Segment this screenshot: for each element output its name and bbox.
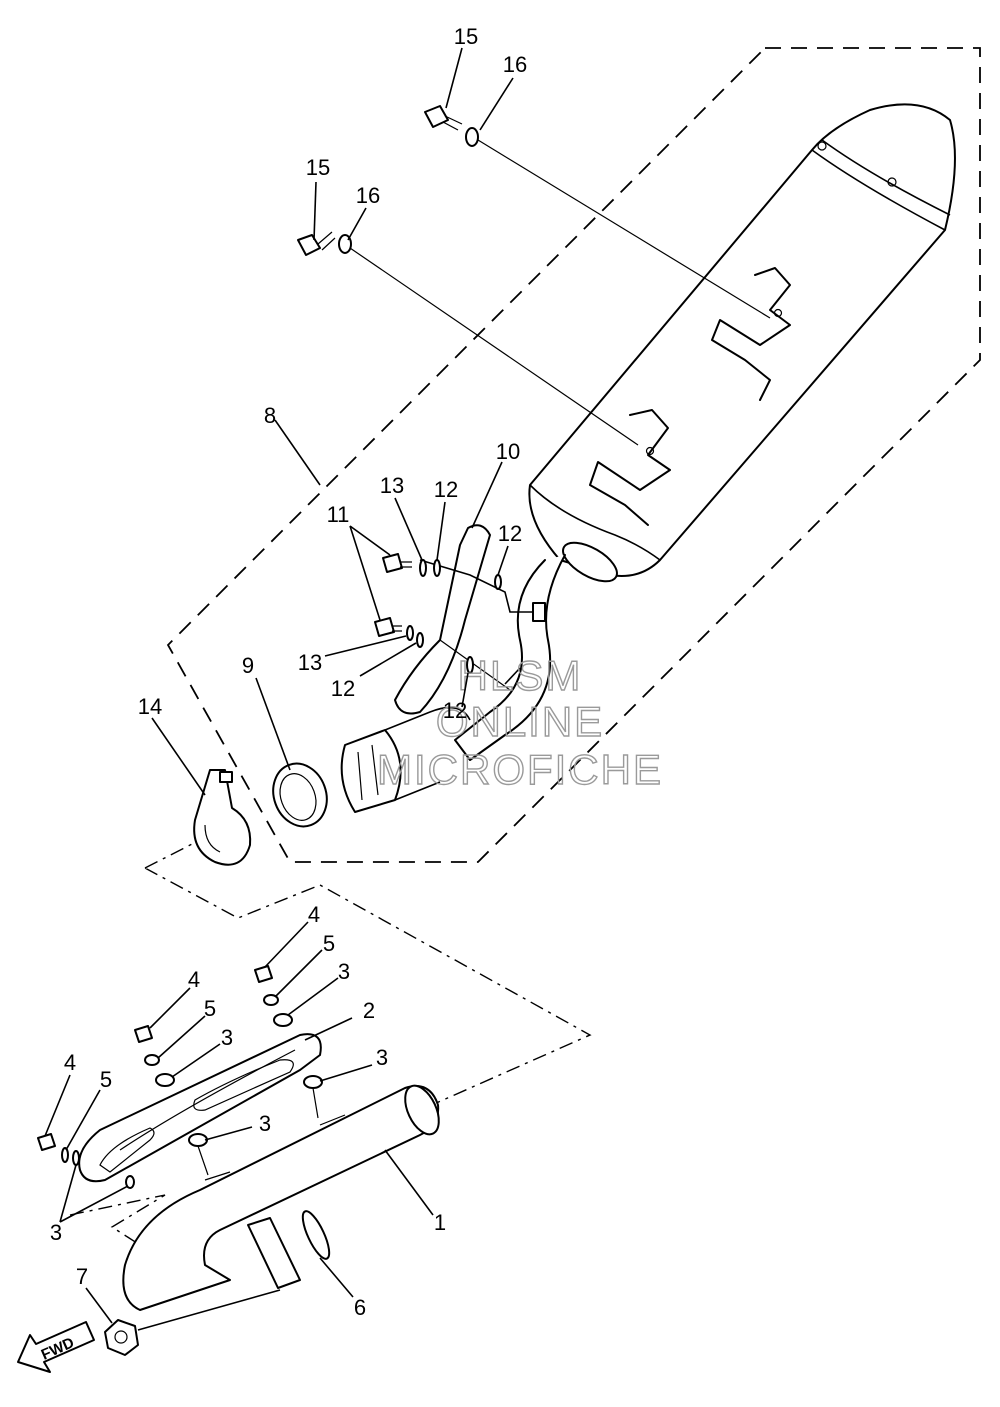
callout-4-top: 4: [308, 902, 320, 927]
leader-lines: [44, 47, 514, 1331]
fwd-label: FWD: [39, 1334, 77, 1363]
watermark: HLSM ONLINE MICROFICHE: [376, 651, 663, 793]
alignment-line-upper: [144, 839, 592, 1109]
callout-9: 9: [242, 653, 254, 678]
callout-2: 2: [363, 998, 375, 1023]
alignment-line-lower: [69, 1194, 166, 1246]
watermark-line-3: MICROFICHE: [377, 746, 663, 793]
callout-3-right: 3: [376, 1045, 388, 1070]
callout-3-top: 3: [338, 959, 350, 984]
callout-5-top: 5: [323, 931, 335, 956]
callout-13-lower: 13: [298, 650, 322, 675]
callout-3-left: 3: [50, 1220, 62, 1245]
callout-4-mid: 4: [188, 967, 200, 992]
inlet-pipe-end: [340, 706, 471, 813]
bracket-10: [394, 524, 546, 715]
callout-13-upper: 13: [380, 473, 404, 498]
bolt-washer-lower: [297, 231, 639, 446]
callout-10: 10: [496, 439, 520, 464]
callout-5-mid: 5: [204, 996, 216, 1021]
watermark-line-1: HLSM: [458, 652, 583, 699]
callout-15-upper: 15: [454, 24, 478, 49]
callout-14: 14: [138, 694, 162, 719]
heat-protector-2: [78, 1033, 322, 1183]
clamp-14: [193, 769, 252, 866]
callout-12-right: 12: [498, 521, 522, 546]
callout-16-upper: 16: [503, 52, 527, 77]
nut-7: [104, 1319, 139, 1356]
bolt-washer-upper: [424, 105, 771, 319]
callout-15-lower: 15: [306, 155, 330, 180]
gasket-6: [301, 1210, 331, 1260]
callout-16-lower: 16: [356, 183, 380, 208]
callout-labels: 15 16 15 16 8 10 13 12 11 12 13 12 12 9 …: [50, 24, 527, 1320]
callout-3-lower: 3: [259, 1111, 271, 1136]
callout-4-left: 4: [64, 1050, 76, 1075]
callout-12-lower: 12: [331, 676, 355, 701]
callout-11: 11: [327, 502, 350, 527]
callout-5-left: 5: [100, 1067, 112, 1092]
callout-12-upper: 12: [434, 477, 458, 502]
bolts-11-13-12: [374, 553, 502, 674]
callout-6: 6: [354, 1295, 366, 1320]
callout-3-mid: 3: [221, 1025, 233, 1050]
callout-7: 7: [76, 1264, 88, 1289]
gasket-9: [272, 762, 328, 828]
fasteners-4-5-3: [37, 965, 323, 1189]
callout-12-bottom: 12: [443, 698, 467, 723]
header-pipe-1: [122, 1084, 440, 1311]
assembly-boundary-dashed: [166, 47, 981, 863]
callout-8: 8: [264, 403, 276, 428]
callout-1: 1: [434, 1210, 446, 1235]
forward-arrow-icon: FWD: [17, 1321, 95, 1373]
